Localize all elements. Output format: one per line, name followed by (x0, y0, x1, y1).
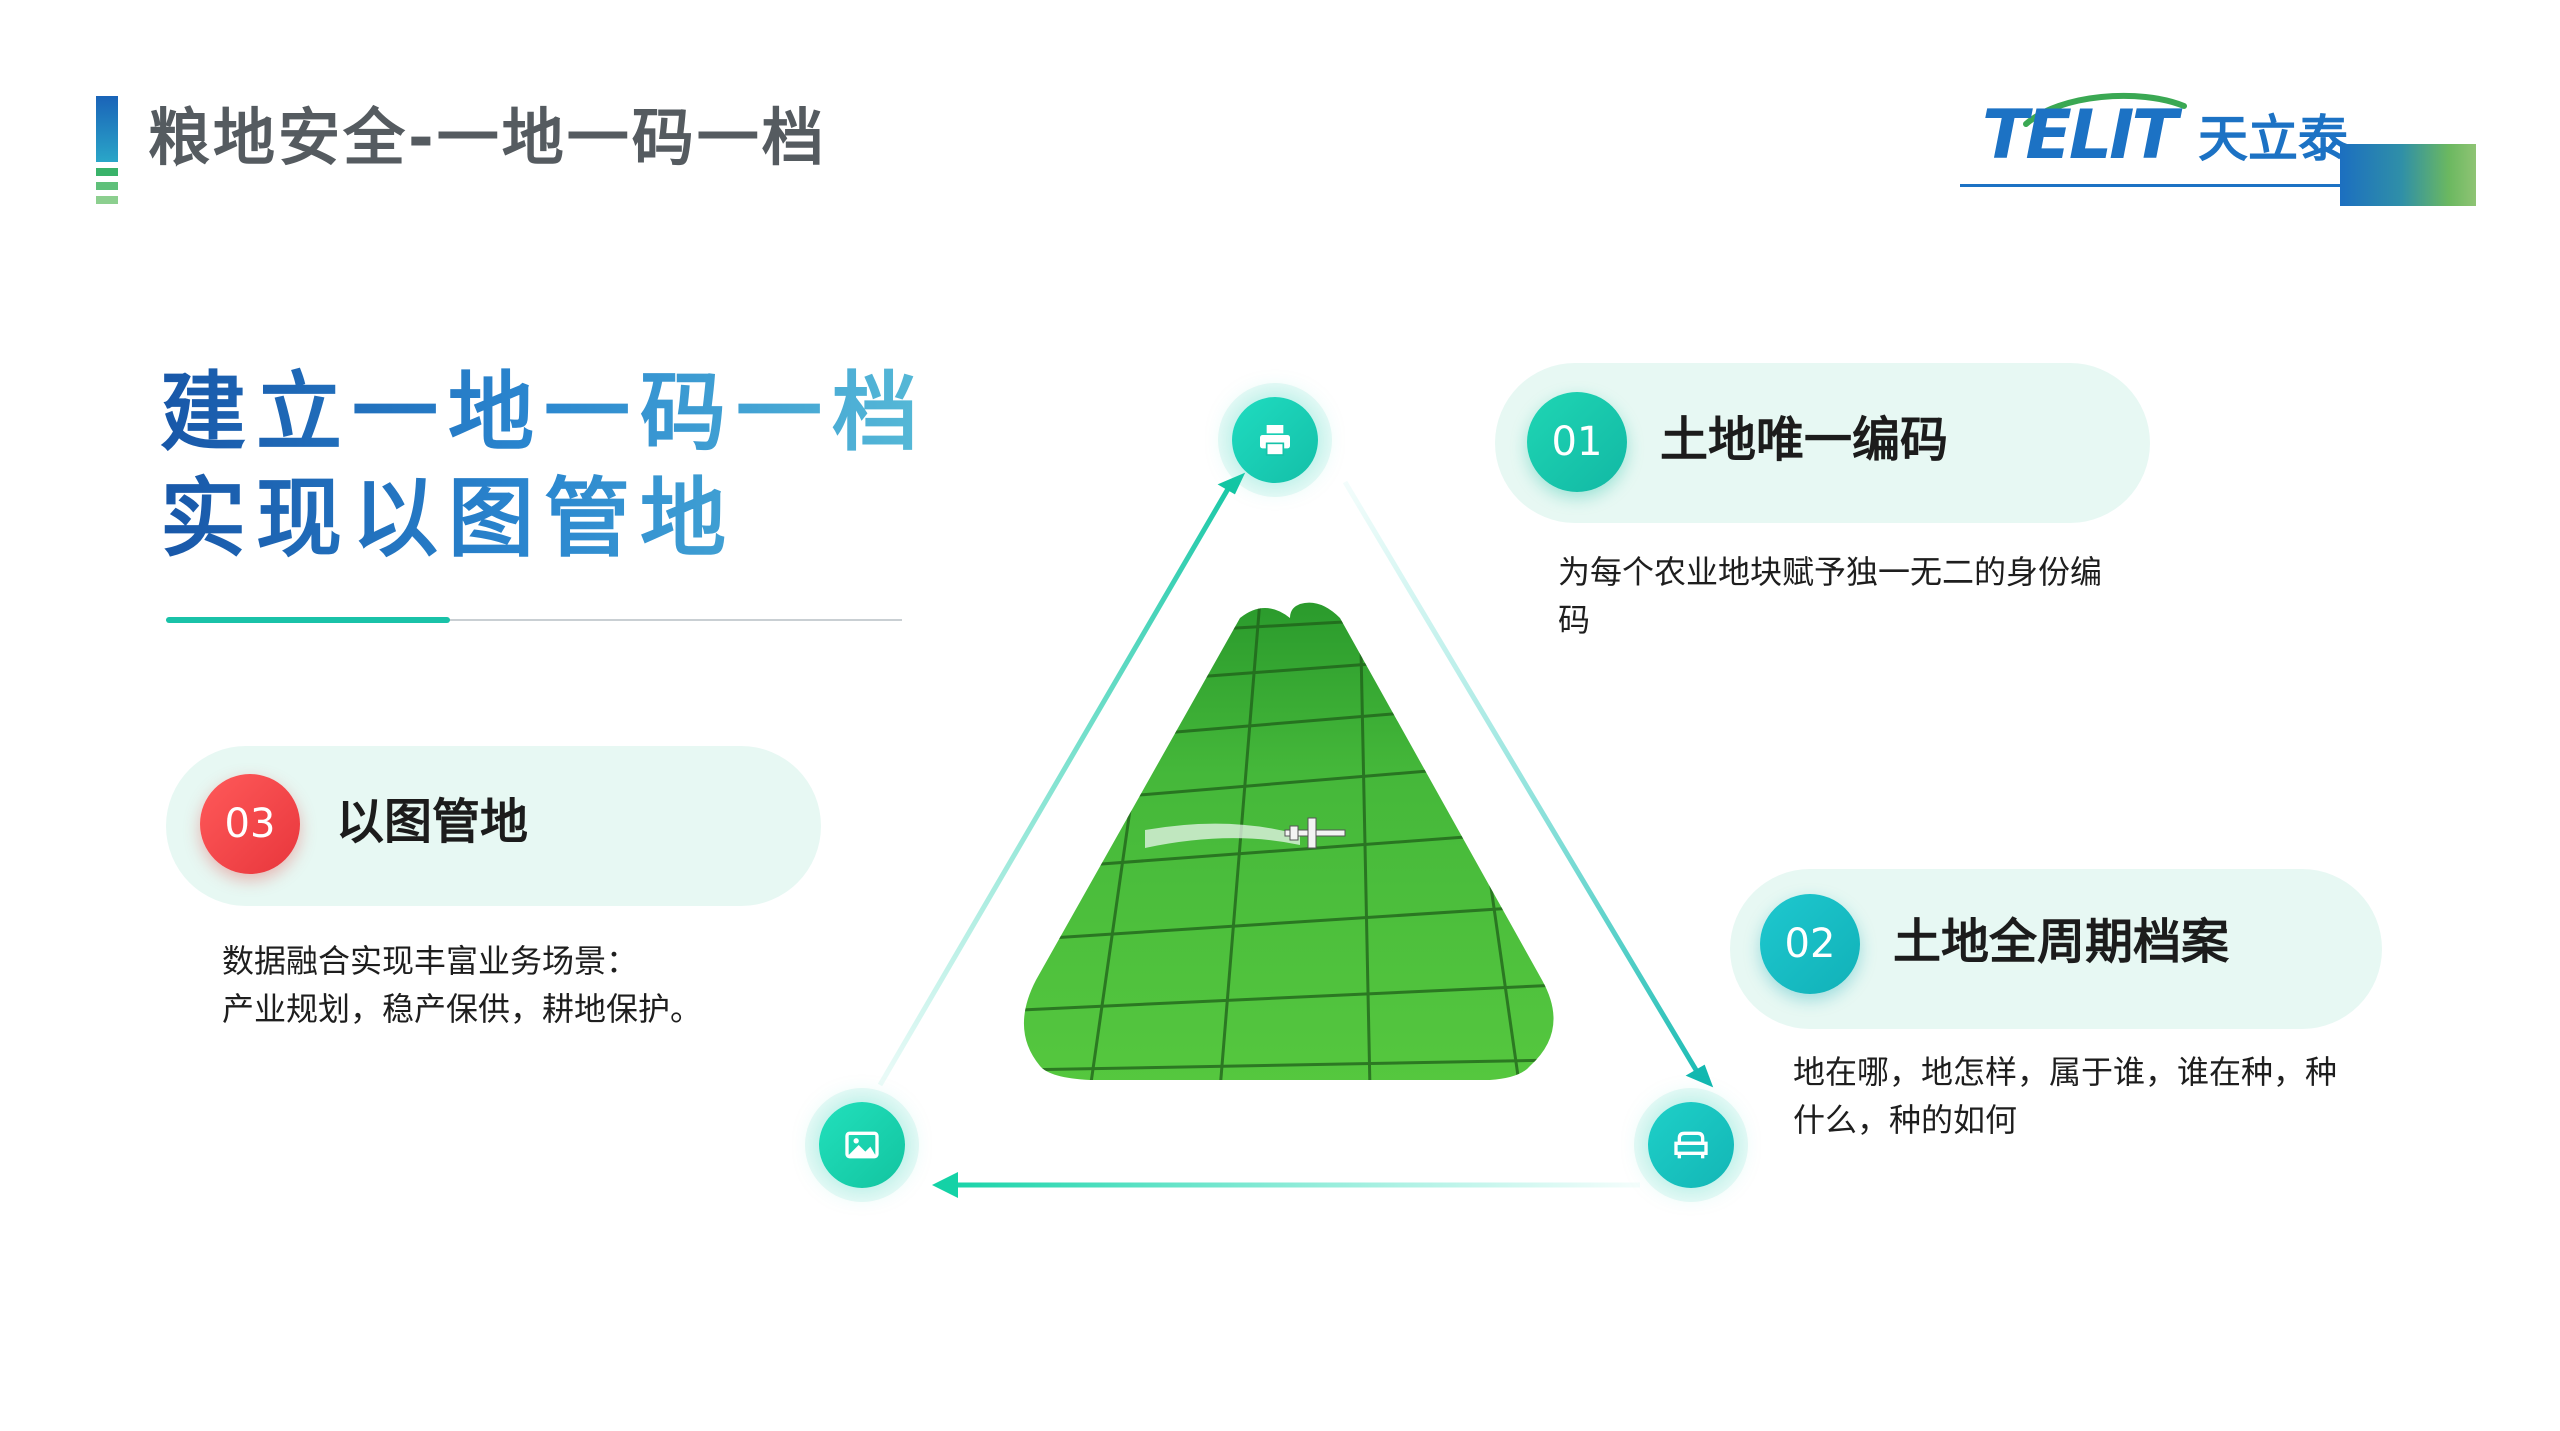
logo-underline (1960, 184, 2340, 187)
title-accent-bar (96, 96, 118, 208)
company-logo: TELIT 天立泰 (1960, 84, 2480, 208)
item-01-number: 01 (1527, 392, 1627, 492)
item-03-description-line1: 数据融合实现丰富业务场景： (222, 942, 639, 980)
image-icon (845, 1131, 879, 1159)
farmland-image (1023, 602, 1554, 1080)
edge-left-arrow (877, 480, 1235, 1087)
node-right (1648, 1102, 1734, 1188)
item-02-number: 02 (1760, 894, 1860, 994)
page-title: 粮地安全-一地一码一档 (148, 101, 827, 174)
logo-text-cn: 天立泰 (2198, 110, 2348, 168)
arrow-head-right (1685, 1064, 1714, 1088)
item-02-description: 地在哪，地怎样，属于谁，谁在种，种什么，种的如何 (1793, 1053, 2338, 1139)
headline-line2: 实现以图管地 (160, 466, 980, 572)
headline-divider (166, 619, 902, 621)
item-03-title: 以图管地 (336, 794, 529, 850)
logo-swoosh-icon (2023, 92, 2187, 127)
headline-line1: 建立一地一码一档 (160, 360, 980, 466)
item-03-description-line2: 产业规划，稳产保供，耕地保护。 (222, 990, 703, 1028)
edge-right-arrow (1342, 480, 1705, 1082)
arrow-head-left (932, 1172, 958, 1198)
node-left (819, 1102, 905, 1188)
logo-text-en: TELIT (1982, 96, 2178, 175)
item-03-description: 数据融合实现丰富业务场景： 产业规划，稳产保供，耕地保护。 (222, 937, 822, 1033)
printer-icon (1260, 425, 1290, 456)
logo-gradient-block (2340, 144, 2476, 206)
headline-divider-accent (166, 617, 450, 623)
item-03-number: 03 (200, 774, 300, 874)
node-top (1232, 397, 1318, 483)
item-01-description: 为每个农业地块赋予独一无二的身份编码 (1558, 553, 2103, 639)
sofa-icon (1674, 1131, 1708, 1159)
item-02-title: 土地全周期档案 (1893, 914, 2230, 970)
item-01-title: 土地唯一编码 (1660, 412, 1949, 468)
arrow-head-top (1217, 472, 1246, 495)
